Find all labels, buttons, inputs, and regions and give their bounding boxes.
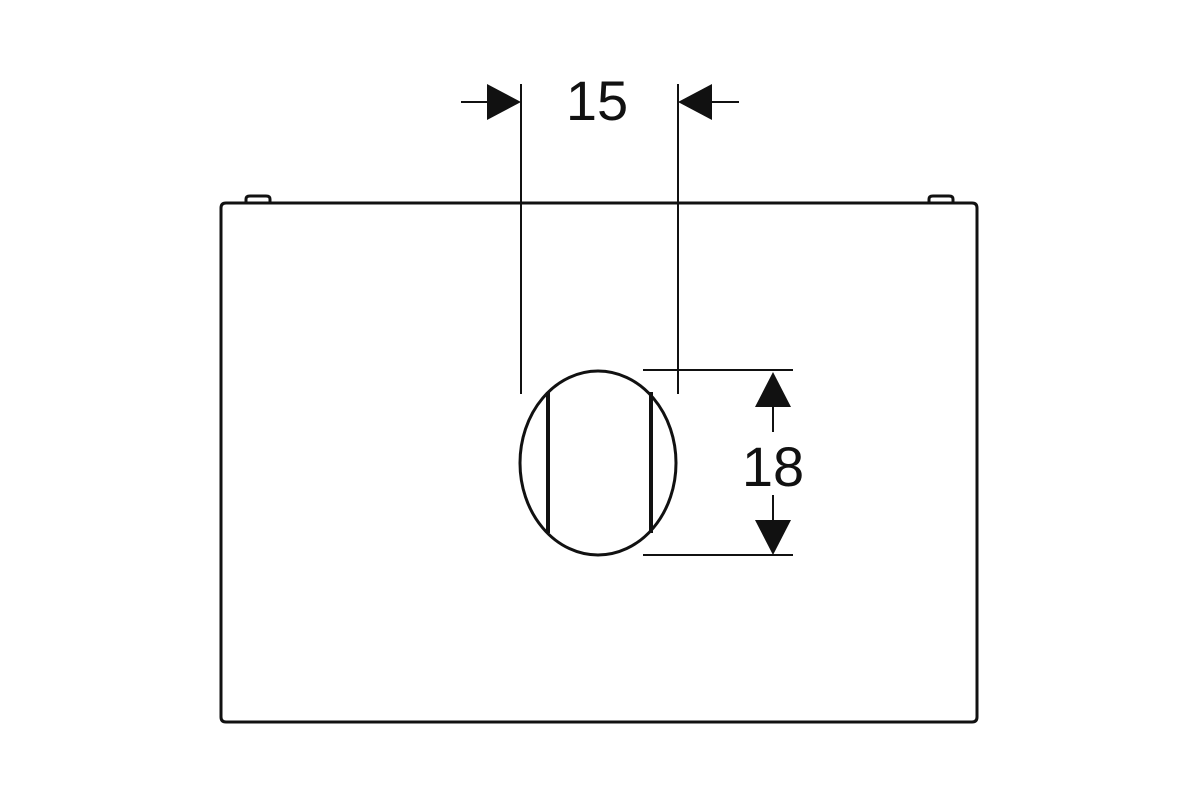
dimension-height: 18 bbox=[643, 369, 804, 556]
oval-opening bbox=[518, 369, 678, 557]
arrow-down-icon bbox=[755, 520, 791, 555]
mounting-nub-left bbox=[244, 194, 272, 203]
dimension-height-label: 18 bbox=[742, 435, 804, 498]
arrow-up-icon bbox=[755, 372, 791, 407]
oval-outline bbox=[518, 369, 678, 557]
plate-outline bbox=[219, 201, 979, 724]
arrow-right-icon bbox=[487, 84, 521, 120]
dimension-width: 15 bbox=[461, 69, 739, 394]
arrow-left-icon bbox=[678, 84, 712, 120]
mounting-nub-right bbox=[927, 194, 955, 203]
dimension-width-label: 15 bbox=[566, 69, 628, 132]
plate bbox=[219, 194, 979, 724]
